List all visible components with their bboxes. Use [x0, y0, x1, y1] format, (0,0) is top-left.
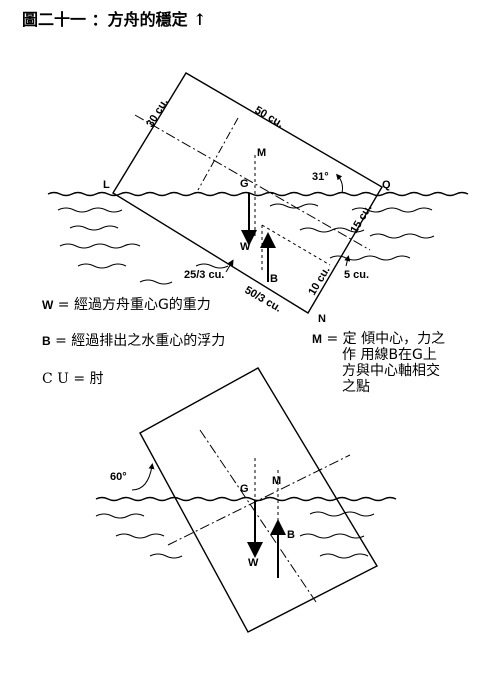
waves-2: [95, 511, 375, 559]
label-M-2: M: [272, 475, 281, 487]
legend-w-text: = 經過方舟重心G的重力: [57, 297, 211, 313]
center-axis-2: [199, 429, 317, 603]
label-G-2: G: [240, 483, 249, 495]
legend-m: M = 定 傾中心，力之 作 用線B在G上 方與中心軸相交 之點: [312, 331, 445, 395]
label-M-1: M: [257, 147, 266, 159]
ark-hull-2: [139, 367, 378, 633]
dim-length-bottom: 50/3 cu.: [243, 284, 284, 315]
page-title: 圖二十一 ：方舟的穩定 ↑: [22, 10, 207, 29]
angle-arc-1: [336, 173, 343, 194]
section-line-1: [197, 117, 239, 191]
section-line-2: [261, 224, 331, 266]
center-axis-1: [134, 114, 371, 251]
label-L-1: L: [103, 179, 110, 191]
dim-five: 5 cu.: [344, 269, 369, 281]
legend-b-text: = 經過排出之水重心的浮力: [55, 333, 226, 349]
label-N-1: N: [318, 313, 326, 325]
label-B-2: B: [287, 529, 295, 541]
dim-waterline-left: 25/3 cu.: [184, 269, 224, 281]
legend-cu: C U = 肘: [42, 371, 104, 387]
dim-depth-right: 15 cu.: [348, 203, 374, 236]
waterline-1: [47, 191, 469, 197]
diagram-1: L G M Q N W B 31° 30 cu. 50 cu. 50/3 cu.…: [47, 72, 469, 325]
waterline-2: [95, 496, 397, 502]
legend-b: B = 經過排出之水重心的浮力: [42, 330, 225, 350]
label-B-1: B: [270, 273, 278, 285]
label-W-1: W: [240, 241, 251, 253]
label-Q-1: Q: [382, 179, 391, 191]
legend-m-line4: 之點: [342, 379, 370, 395]
legend-m-line2: 作 用線B在G上: [342, 347, 437, 363]
dim-length-top: 50 cu.: [253, 104, 286, 130]
legend-m-line1: = 定 傾中心，力之: [326, 331, 446, 347]
ark-hull-1: [112, 72, 383, 314]
cross-axis-2: [167, 454, 351, 546]
legend-m-key: M: [312, 332, 322, 346]
label-G-1: G: [240, 178, 249, 190]
dim-width: 30 cu.: [144, 97, 170, 130]
angle-arc-2: [131, 463, 155, 491]
label-W-2: W: [248, 557, 259, 569]
legend-w: W = 經過方舟重心G的重力: [42, 294, 211, 314]
dim-draft-right: 10 cu.: [306, 265, 332, 298]
diagram-2: 60° G M W B: [95, 367, 397, 633]
legend-w-key: W: [42, 298, 54, 312]
legend-b-key: B: [42, 334, 51, 348]
angle-label-2: 60°: [110, 471, 127, 483]
legend-m-line3: 方與中心軸相交: [342, 363, 440, 379]
dim-arrow-25-3: [225, 259, 234, 273]
dim-arrow-5: [344, 255, 351, 267]
angle-label-1: 31°: [312, 171, 329, 183]
